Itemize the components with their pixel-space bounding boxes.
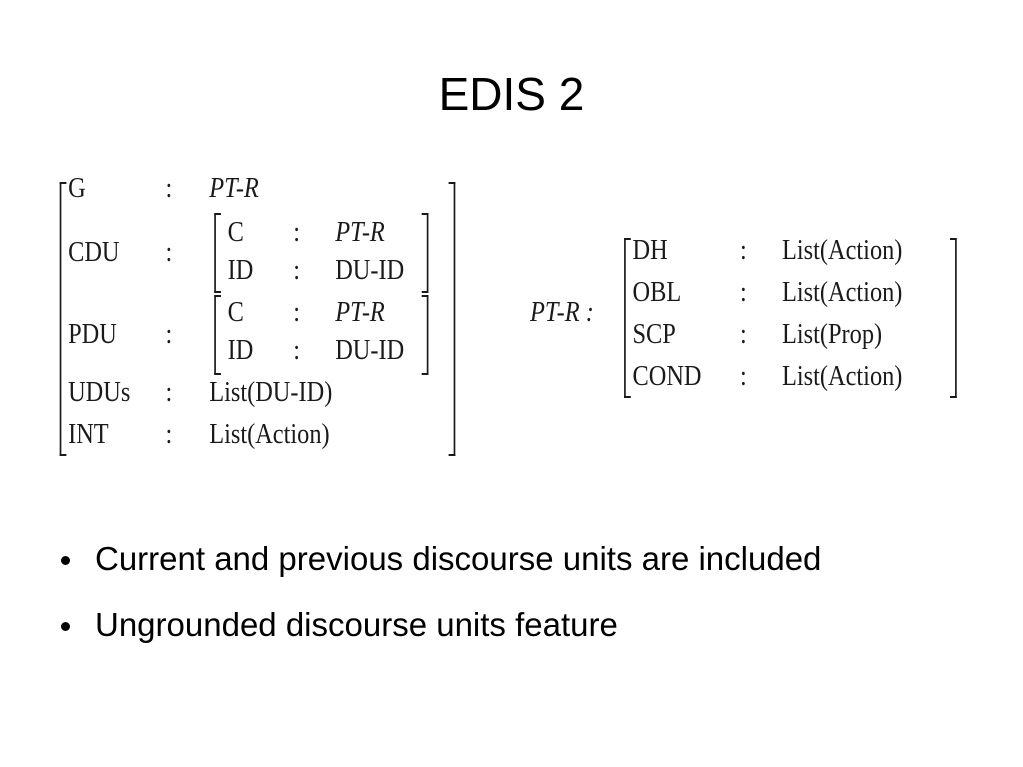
attr-label: OBL [632,276,682,308]
colon-separator: : [740,276,747,308]
attr-value: DU-ID [335,334,405,366]
colon-separator: : [293,254,300,286]
attr-value: List(DU-ID) [209,376,333,408]
cdu-close-bracket [421,213,429,293]
colon-separator: : [165,236,173,268]
attr-value: List(Action) [209,418,330,450]
colon-separator: : [165,418,173,450]
attr-value: List(Action) [782,234,903,266]
colon-separator: : [293,216,300,248]
bullet-list: Current and previous discourse units are… [58,535,958,667]
attr-value: PT-R [335,296,385,328]
attr-label: C [227,216,244,248]
slide-title: EDIS 2 [438,68,585,120]
left-matrix-close-bracket [448,182,456,456]
attr-value: List(Prop) [782,318,883,350]
colon-separator: : [165,318,173,350]
attr-label: CDU [68,236,120,268]
attr-label: INT [68,418,109,450]
attr-label: UDUs [68,376,131,408]
bullet-text: Current and previous discourse units are… [95,540,822,577]
colon-separator: : [293,334,300,366]
bullet-dot-icon [61,556,70,565]
colon-separator: : [293,296,300,328]
colon-separator: : [740,360,747,392]
attr-label: C [227,296,244,328]
colon-separator: : [740,234,747,266]
right-matrix-close-bracket [950,238,957,398]
bullet-item: Current and previous discourse units are… [58,535,958,583]
attr-label: ID [227,334,254,366]
bullet-text: Ungrounded discourse units feature [95,606,618,643]
attr-label: SCP [632,318,676,350]
attr-value: List(Action) [782,360,903,392]
left-attribute-matrix: G : PT-R CDU : C : PT-R ID : DU-ID PDU :… [58,168,461,468]
right-attribute-matrix: PT-R : DH : List(Action) OBL : List(Acti… [530,228,958,408]
bullet-dot-icon [61,622,70,631]
bullet-item: Ungrounded discourse units feature [58,601,958,649]
attr-value: List(Action) [782,276,903,308]
attr-label: G [68,172,86,204]
cdu-open-bracket [214,213,221,293]
attr-label: DH [632,234,668,266]
colon-separator: : [740,318,747,350]
attr-label: PDU [68,318,117,350]
attr-value: PT-R [335,216,385,248]
pdu-open-bracket [214,295,221,375]
attr-value: PT-R [209,172,259,204]
matrix-name: PT-R : [530,296,594,328]
attr-label: COND [632,360,702,392]
colon-separator: : [165,172,173,204]
right-matrix-open-bracket [624,238,631,398]
pdu-close-bracket [421,295,429,375]
attr-label: ID [227,254,254,286]
left-matrix-open-bracket [59,182,67,456]
colon-separator: : [165,376,173,408]
attr-value: DU-ID [335,254,405,286]
